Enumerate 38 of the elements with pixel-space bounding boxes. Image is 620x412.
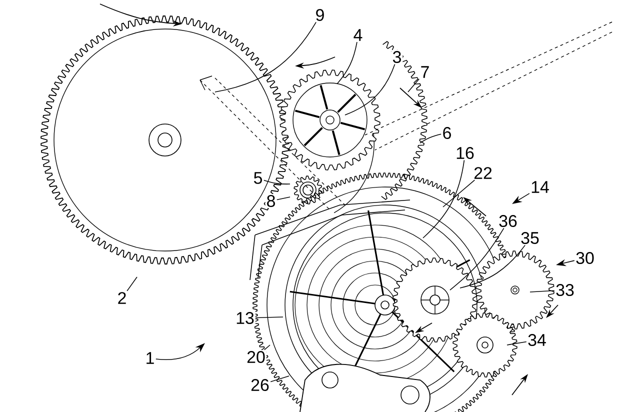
leader-line	[264, 180, 290, 184]
leader-line	[264, 344, 270, 350]
leader-line	[442, 180, 476, 208]
leader-line	[255, 316, 284, 318]
leader-line	[450, 228, 504, 290]
callout-arrow	[156, 343, 205, 360]
callout-number: 33	[554, 283, 576, 297]
callout-number: 22	[472, 166, 494, 180]
leader-line	[214, 22, 316, 92]
callout-number: 36	[498, 214, 518, 228]
leader-line	[336, 42, 358, 84]
callout-number: 30	[574, 251, 596, 265]
callout-number: 3	[391, 50, 403, 64]
callout-number: 16	[454, 146, 476, 160]
leader-line	[276, 196, 290, 200]
callout-number: 9	[314, 8, 326, 22]
callout-number: 35	[520, 231, 540, 245]
callout-number: 6	[441, 126, 453, 140]
callout-number: 4	[352, 28, 364, 42]
callout-number: 7	[419, 65, 431, 79]
callout-number: 26	[250, 378, 270, 392]
leader-line	[344, 64, 396, 116]
leader-line	[530, 290, 555, 292]
callout-number: 1	[144, 351, 156, 365]
callout-number: 8	[265, 194, 277, 208]
callout-number: 14	[530, 180, 550, 194]
leader-line	[408, 78, 420, 92]
leader-line	[270, 376, 290, 382]
leader-line	[460, 244, 526, 288]
callout-number: 2	[116, 291, 128, 305]
callout-number: 20	[246, 350, 266, 364]
leader-line	[126, 276, 138, 292]
callout-number: 34	[526, 333, 548, 347]
callout-number: 5	[252, 171, 264, 185]
leader-line	[420, 134, 442, 144]
callout-number: 13	[234, 311, 256, 325]
leader-line	[506, 341, 527, 346]
leader-line	[422, 160, 465, 238]
